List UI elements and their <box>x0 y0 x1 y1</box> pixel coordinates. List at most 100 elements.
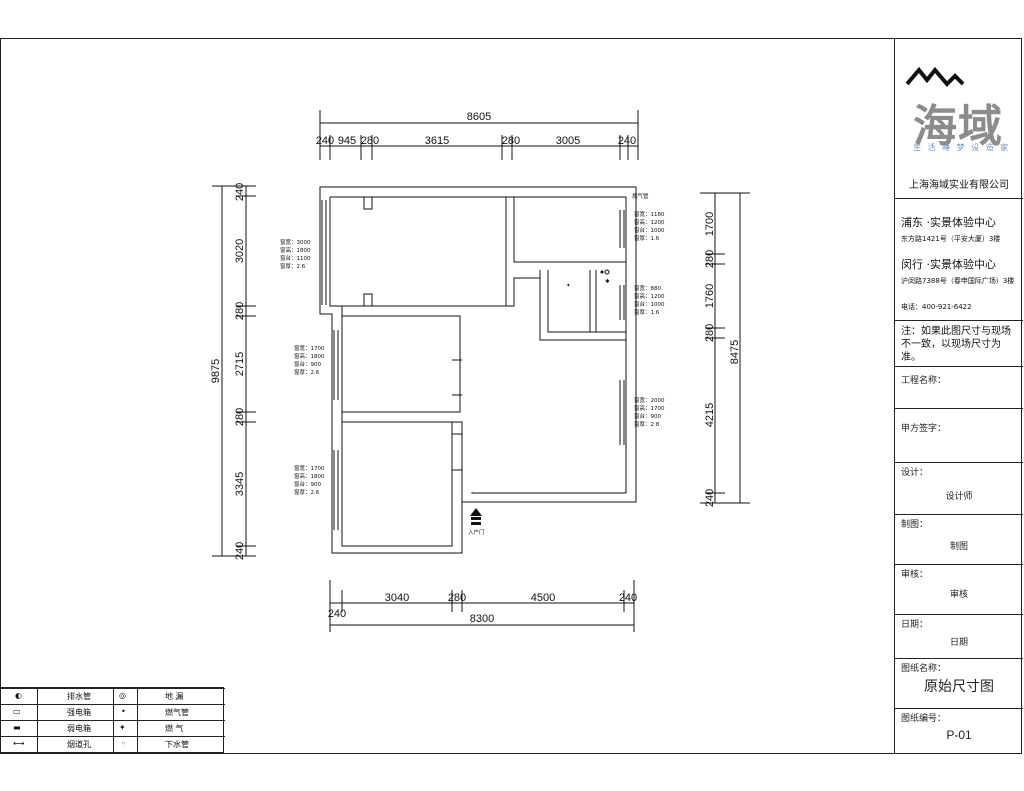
right-dim-1: 1700 <box>704 212 716 236</box>
right-dim-3: 1760 <box>704 284 716 308</box>
client-label: 甲方签字： <box>901 424 947 434</box>
note-text: 注：如果此图尺寸与现场不一致，以现场尺寸为准。 <box>901 326 1011 363</box>
gas-dot-icon <box>600 270 604 274</box>
gas-pipe-label: 燃气管 <box>632 192 649 200</box>
window-b-3: 窗台：1000 <box>634 300 665 308</box>
note-cell: 注：如果此图尺寸与现场不一致，以现场尺寸为准。 <box>895 320 1023 366</box>
meter-box-icon: ✦ <box>566 282 571 289</box>
branch2-address: 沪闵路7388号（春申国际广场）3楼 <box>901 277 1015 285</box>
review-value: 审核 <box>949 590 968 600</box>
meter-box-icon: ▭ <box>13 707 21 716</box>
drawing-frame <box>0 38 1022 754</box>
phone: 电话：400-921-6422 <box>901 303 972 311</box>
valve-icon: ✦ <box>119 723 126 732</box>
drafter-label: 制图： <box>901 520 929 530</box>
window-a-1: 窗宽：1180 <box>634 210 665 218</box>
legend: ◐ 排水管 ◎ 地 漏 ▭ 强电箱 • 燃气管 ▬ 弱电箱 ✦ 燃 气 ⟷ 烟道… <box>0 687 225 753</box>
window-f-4: 窗厚：2.6 <box>294 488 320 496</box>
top-dim-4: 3615 <box>425 135 449 147</box>
window-e-4: 窗厚：2.6 <box>294 368 320 376</box>
left-dim-1: 240 <box>234 183 246 201</box>
bottom-overall-dim: 8300 <box>470 613 494 625</box>
title-block: 海域 生 活 睡 梦 设 造 家 上海海域实业有限公司 浦东 ·实景体验中心 东… <box>894 38 1023 754</box>
window-b-1: 窗宽：880 <box>634 284 661 292</box>
legend-text: 强电箱 <box>67 708 91 717</box>
date-label: 日期： <box>901 620 929 630</box>
branch-cell: 浦东 ·实景体验中心 东方路1421号（平安大厦）3楼 闵行 ·实景体验中心 沪… <box>895 198 1023 288</box>
top-dim-6: 3005 <box>556 135 580 147</box>
entry-label: 入户门 <box>468 528 485 536</box>
window-a-4: 窗厚：1.6 <box>634 234 660 242</box>
drafter-value: 制图 <box>949 542 968 552</box>
drawing-no-label: 图纸编号： <box>901 714 947 724</box>
arrow-icon: ⟷ <box>13 739 25 748</box>
right-overall-dim: 8475 <box>729 340 741 364</box>
window-c-3: 窗台：900 <box>634 412 661 420</box>
bottom-dim-2: 280 <box>448 592 466 604</box>
drawing-name: 原始尺寸图 <box>924 679 994 695</box>
design-value: 设计师 <box>945 492 973 502</box>
legend-text: 下水管 <box>165 740 189 749</box>
window-f-2: 窗高：1800 <box>294 472 325 480</box>
entry-arrow-icon <box>470 508 482 525</box>
left-dim-6: 3345 <box>234 472 246 496</box>
top-dim-7: 240 <box>618 135 636 147</box>
bottom-dim-4: 240 <box>619 592 637 604</box>
right-dim-6: 240 <box>704 489 716 507</box>
date-value: 日期 <box>949 638 968 648</box>
drawing-no-cell: 图纸编号： P-01 <box>895 708 1023 754</box>
bottom-dim-5: 240 <box>328 608 346 620</box>
floor-plan: ✦ ✱ 8605 240 945 280 3615 280 3005 240 9… <box>210 110 750 632</box>
legend-row: ◐ 排水管 ◎ 地 漏 <box>1 688 225 704</box>
design-cell: 设计： 设计师 <box>895 462 1023 514</box>
target-icon: ◎ <box>119 691 126 700</box>
right-dim-5: 4215 <box>704 403 716 427</box>
top-dim-3: 280 <box>361 135 379 147</box>
window-f-1: 窗宽：1700 <box>294 464 325 472</box>
left-dim-4: 2715 <box>234 352 246 376</box>
top-dim-1: 240 <box>316 135 334 147</box>
date-cell: 日期： 日期 <box>895 614 1023 658</box>
legend-text: 燃气管 <box>165 708 189 717</box>
window-c-4: 窗厚：2.8 <box>634 420 660 428</box>
wave-logo-icon <box>905 66 965 87</box>
walls <box>319 186 637 554</box>
branch1-address: 东方路1421号（平安大厦）3楼 <box>901 235 1001 243</box>
window-a-2: 窗高：1200 <box>634 218 665 226</box>
legend-row: ▬ 弱电箱 ✦ 燃 气 <box>1 720 225 736</box>
window-d-3: 窗台：1100 <box>280 254 311 262</box>
project-label: 工程名称： <box>901 376 947 386</box>
left-dim-3: 280 <box>234 302 246 320</box>
legend-text: 烟道孔 <box>67 740 91 749</box>
window-e-3: 窗台：900 <box>294 360 321 368</box>
brand-area: 海域 生 活 睡 梦 设 造 家 上海海域实业有限公司 <box>895 38 1023 198</box>
window-d-2: 窗高：1800 <box>280 246 311 254</box>
window-c-2: 窗高：1700 <box>634 404 665 412</box>
window-b-2: 窗高：1200 <box>634 292 665 300</box>
legend-row: ▭ 强电箱 • 燃气管 <box>1 704 225 720</box>
left-dim-7: 240 <box>234 542 246 560</box>
company-name: 上海海域实业有限公司 <box>909 180 1009 191</box>
window-b-4: 窗厚：1.6 <box>634 308 660 316</box>
window-d-4: 窗厚：2.6 <box>280 262 306 270</box>
small-circle-icon: ◦ <box>121 739 126 748</box>
window-e-2: 窗高：1800 <box>294 352 325 360</box>
top-dim-5: 280 <box>502 135 520 147</box>
top-dim-2: 945 <box>338 135 356 147</box>
legend-text: 地 漏 <box>165 692 184 701</box>
legend-text: 排水管 <box>67 692 91 701</box>
half-circle-icon: ◐ <box>15 691 22 700</box>
branch1-title: 浦东 ·实景体验中心 <box>901 216 996 229</box>
drafter-cell: 制图： 制图 <box>895 514 1023 564</box>
left-dim-5: 280 <box>234 408 246 426</box>
window-f-3: 窗台：900 <box>294 480 321 488</box>
brand-logo: 海域 <box>913 101 1003 152</box>
design-label: 设计： <box>901 468 929 478</box>
drawing-name-label: 图纸名称： <box>901 664 947 674</box>
legend-text: 弱电箱 <box>67 724 91 733</box>
right-dim-2: 280 <box>704 250 716 268</box>
brand-tagline: 生 活 睡 梦 设 造 家 <box>913 143 1011 152</box>
left-overall-dim: 9875 <box>210 359 222 383</box>
window-e-1: 窗宽：1700 <box>294 344 325 352</box>
left-dim-2: 3020 <box>234 239 246 263</box>
